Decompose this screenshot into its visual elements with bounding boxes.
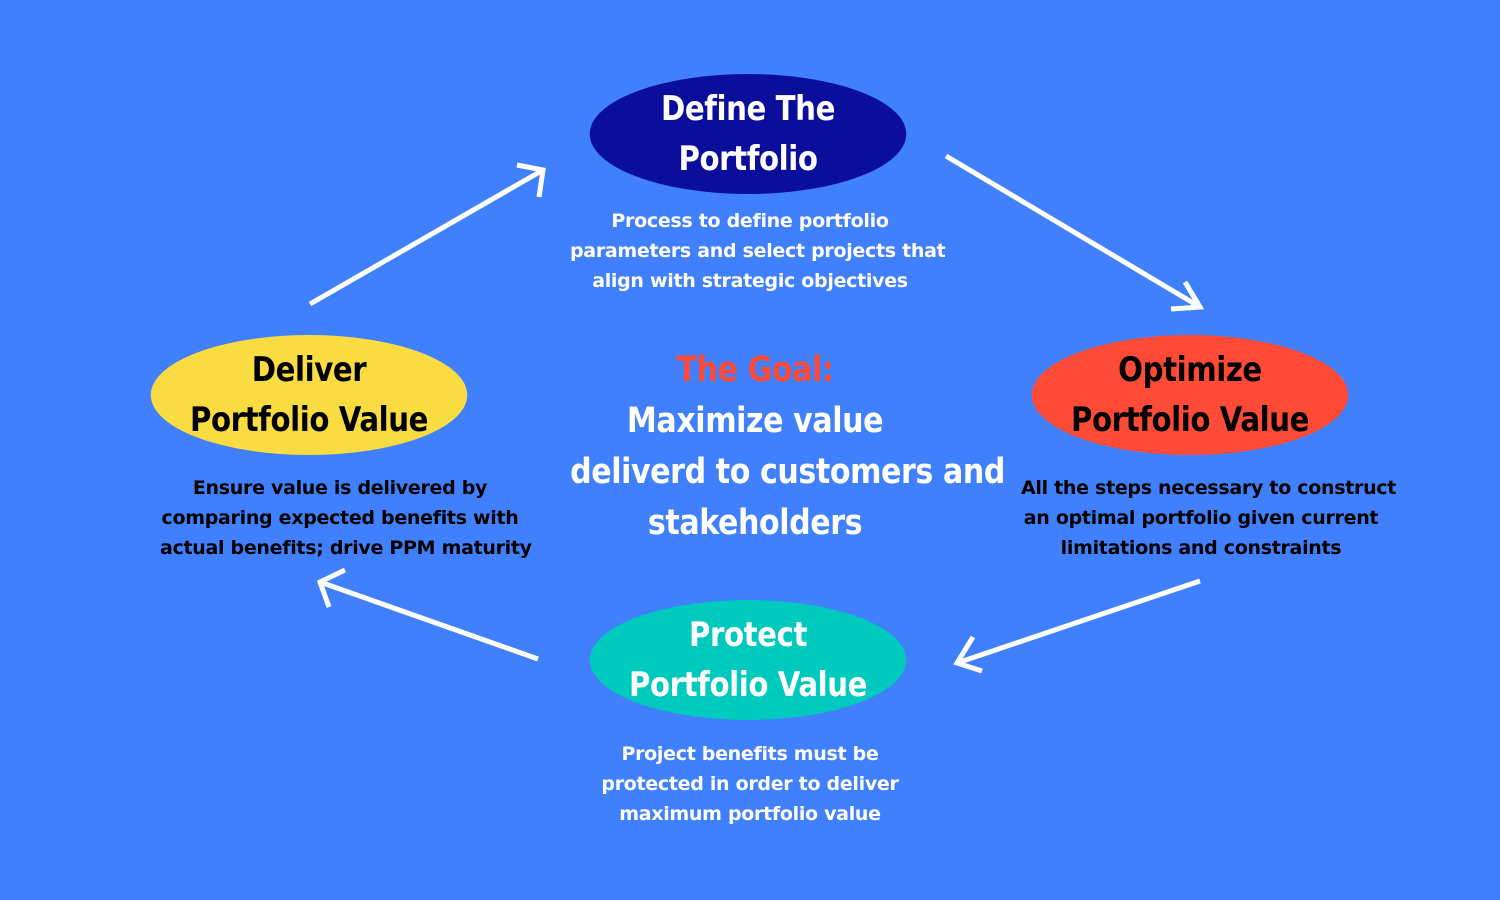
optimize-portfolio-description: All the steps necessary to construct an … <box>1021 473 1397 563</box>
protect-description-line-3: maximum portfolio value <box>619 803 881 825</box>
arrow-protect-to-deliver-shaft <box>319 579 539 662</box>
deliver-portfolio-description: Ensure value is delivered by comparing e… <box>160 473 532 563</box>
define-description-line-1: Process to define portfolio <box>611 210 889 232</box>
deliver-description-line-2: comparing expected benefits with <box>161 507 519 529</box>
arrow-deliver-to-define-head <box>516 162 546 198</box>
protect-portfolio-description: Project benefits must be protected in or… <box>570 739 930 829</box>
optimize-title-line-1: Optimize <box>1118 350 1262 390</box>
protect-title-line-2: Portfolio Value <box>628 665 868 705</box>
protect-portfolio-node: Protect Portfolio Value <box>589 600 907 720</box>
arrow-deliver-to-define <box>308 162 546 307</box>
deliver-portfolio-node: Deliver Portfolio Value <box>150 335 468 455</box>
define-portfolio-node: Define The Portfolio <box>589 74 907 194</box>
arrow-optimize-to-protect-shaft <box>956 578 1201 666</box>
deliver-description-line-1: Ensure value is delivered by <box>192 477 488 499</box>
define-title-line-2: Portfolio <box>678 139 818 179</box>
optimize-description-line-1: All the steps necessary to construct <box>1021 477 1397 499</box>
deliver-title-line-2: Portfolio Value <box>189 400 429 440</box>
optimize-title-line-2: Portfolio Value <box>1070 400 1310 440</box>
arrow-define-to-optimize-shaft <box>944 153 1202 310</box>
define-description-line-2: parameters and select projects that <box>570 240 946 262</box>
arrow-protect-to-deliver-head <box>316 567 347 608</box>
arrow-protect-to-deliver <box>316 567 539 662</box>
goal-line-2: deliverd to customers and <box>570 452 1005 492</box>
arrow-define-to-optimize <box>944 153 1205 312</box>
protect-title-line-1: Protect <box>688 615 808 655</box>
goal-title: The Goal: <box>676 350 834 390</box>
goal-line-3: stakeholders <box>647 503 863 543</box>
arrow-optimize-to-protect-head <box>953 635 983 674</box>
optimize-description-line-3: limitations and constraints <box>1060 537 1342 559</box>
define-description-line-3: align with strategic objectives <box>592 270 908 292</box>
goal-statement: The Goal: Maximize value deliverd to cus… <box>570 345 1005 549</box>
goal-line-1: Maximize value <box>626 401 884 441</box>
deliver-description-line-3: actual benefits; drive PPM maturity <box>160 537 532 559</box>
deliver-title-line-1: Deliver <box>251 350 367 390</box>
arrow-optimize-to-protect <box>953 578 1201 674</box>
optimize-description-line-2: an optimal portfolio given current <box>1023 507 1379 529</box>
define-title-line-1: Define The <box>661 89 835 129</box>
arrow-deliver-to-define-shaft <box>308 167 545 307</box>
protect-description-line-2: protected in order to deliver <box>601 773 899 795</box>
protect-description-line-1: Project benefits must be <box>621 743 879 765</box>
define-portfolio-description: Process to define portfolio parameters a… <box>570 206 946 296</box>
arrow-define-to-optimize-head <box>1170 280 1205 312</box>
optimize-portfolio-node: Optimize Portfolio Value <box>1031 335 1349 455</box>
